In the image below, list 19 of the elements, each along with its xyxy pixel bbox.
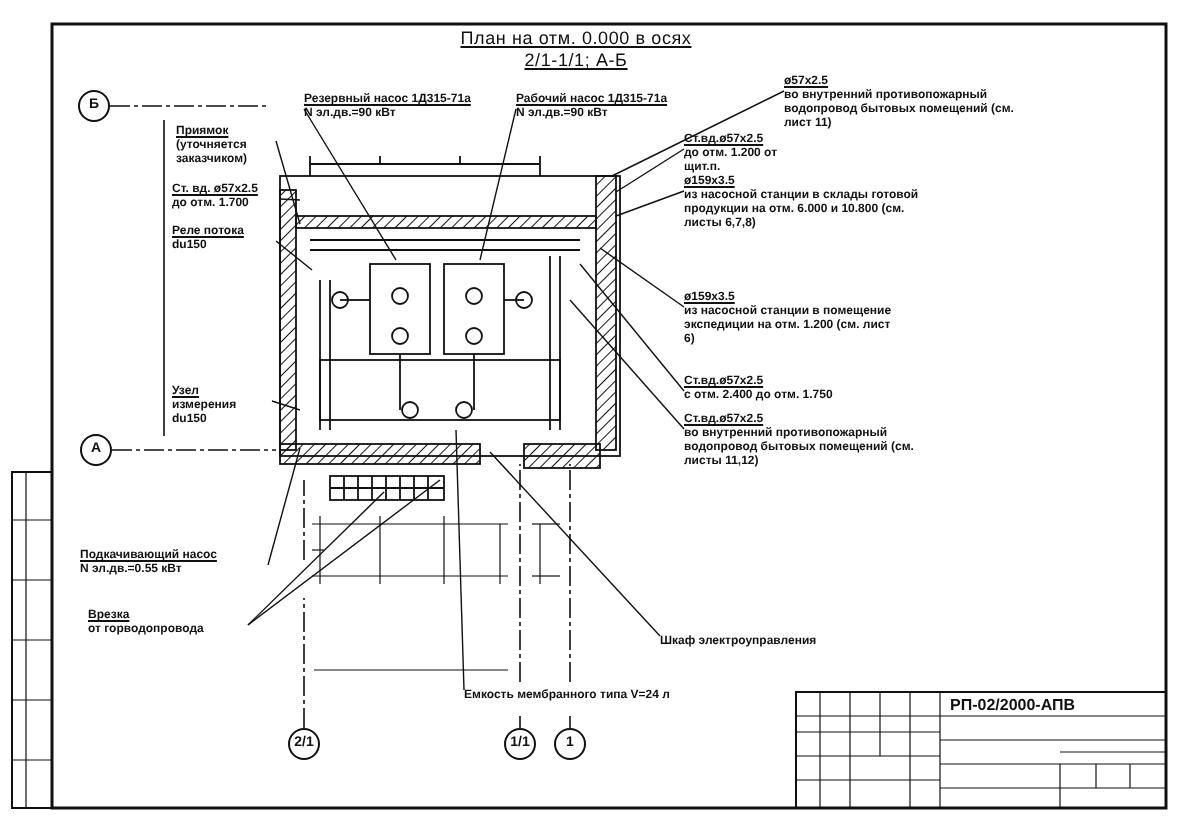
leader-line (479, 108, 517, 261)
leader-line (303, 108, 397, 261)
leader-line (489, 451, 661, 637)
leader-line (247, 479, 441, 626)
leader-line (275, 240, 313, 271)
drawing-title: План на отм. 0.000 в осях 2/1-1/1; А-Б (458, 28, 694, 72)
leader-line (579, 263, 685, 392)
sheet-code: РП-02/2000-АПВ (950, 696, 1076, 714)
leader-line (455, 429, 465, 691)
leader-line (267, 447, 301, 566)
leader-line (611, 90, 785, 177)
leader-line (275, 140, 301, 225)
leader-line (615, 148, 685, 193)
leader-line (279, 198, 301, 201)
leader-line (271, 400, 301, 411)
leader-line (615, 190, 685, 217)
leader-line (247, 491, 385, 626)
leader-line (599, 247, 685, 308)
leader-line (569, 299, 685, 430)
